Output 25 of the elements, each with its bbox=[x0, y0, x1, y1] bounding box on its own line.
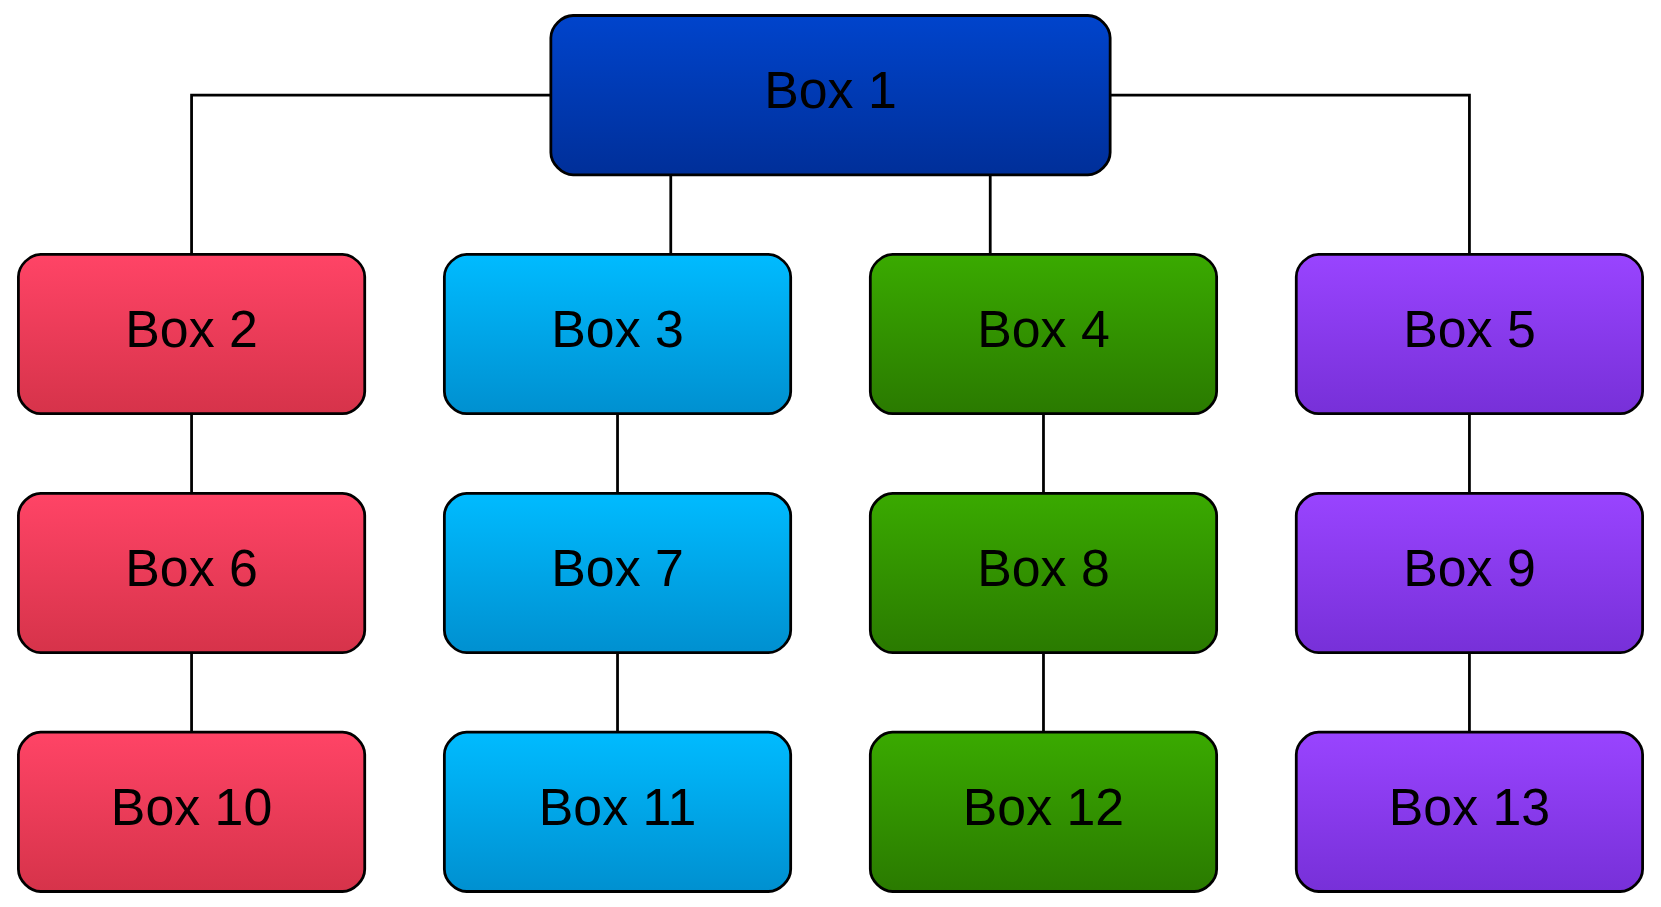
connector bbox=[190, 414, 193, 493]
node-box: Box 2 bbox=[17, 253, 367, 416]
connector bbox=[988, 175, 992, 254]
node-box: Box 12 bbox=[868, 730, 1219, 893]
node-box: Box 7 bbox=[442, 491, 793, 654]
connector bbox=[1042, 653, 1045, 732]
connector bbox=[616, 414, 619, 493]
node-box: Box 9 bbox=[1294, 491, 1644, 654]
node-box: Box 11 bbox=[442, 730, 793, 893]
connector bbox=[1042, 414, 1045, 493]
node-box: Box 6 bbox=[17, 491, 367, 654]
node-box: Box 5 bbox=[1294, 253, 1644, 416]
connector bbox=[1468, 414, 1471, 493]
connector bbox=[190, 653, 193, 732]
connector bbox=[190, 93, 551, 254]
node-box: Box 10 bbox=[17, 730, 367, 893]
node-box: Box 3 bbox=[442, 253, 793, 416]
connector bbox=[669, 175, 673, 254]
node-box: Box 13 bbox=[1294, 730, 1644, 893]
connector bbox=[1468, 653, 1471, 732]
connector bbox=[1110, 93, 1471, 254]
node-box: Box 8 bbox=[868, 491, 1219, 654]
connector bbox=[616, 653, 619, 732]
node-box: Box 4 bbox=[868, 253, 1219, 416]
node-box: Box 1 bbox=[549, 14, 1112, 177]
